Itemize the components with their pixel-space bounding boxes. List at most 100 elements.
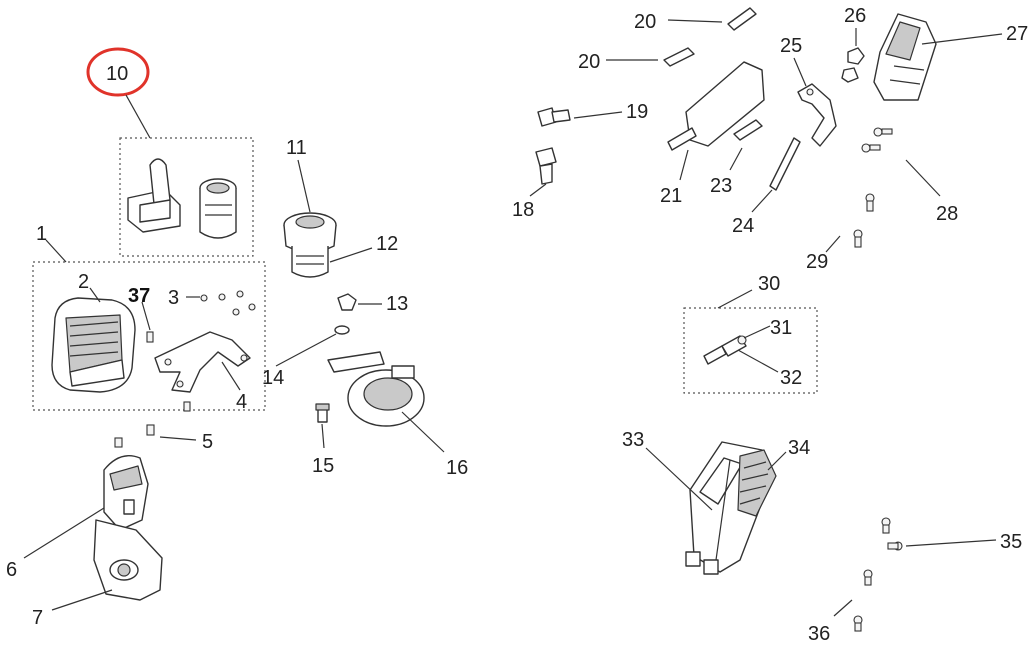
leader-29 <box>825 235 841 253</box>
leader-4 <box>221 361 241 391</box>
leader-27 <box>921 33 1003 45</box>
callout-14: 14 <box>262 367 284 389</box>
callout-5: 5 <box>202 431 213 453</box>
leader-12 <box>329 247 373 263</box>
leader-20a <box>667 19 723 23</box>
part-10-socket <box>199 178 237 239</box>
part-28-screws <box>861 127 893 212</box>
callout-26: 26 <box>844 5 866 27</box>
leader-19 <box>573 111 623 119</box>
leader-1 <box>45 239 67 263</box>
callout-16: 16 <box>446 457 468 479</box>
callout-28: 28 <box>936 203 958 225</box>
part-3-screws <box>200 290 256 316</box>
callout-13: 13 <box>386 293 408 315</box>
callout-25: 25 <box>780 35 802 57</box>
callout-11: 11 <box>286 137 307 159</box>
callout-33: 33 <box>622 429 644 451</box>
part-19-bolt <box>537 107 571 127</box>
part-35-screws <box>881 517 903 551</box>
leader-31 <box>743 325 771 339</box>
part-26-nut <box>841 47 865 83</box>
part-31-32-connector <box>703 335 747 365</box>
part-21-housing <box>667 61 765 151</box>
leader-21 <box>679 149 689 181</box>
part-4-bracket <box>154 331 251 393</box>
leader-37 <box>141 301 151 331</box>
callout-19: 19 <box>626 101 648 123</box>
callout-12: 12 <box>376 233 398 255</box>
callout-21: 21 <box>660 185 682 207</box>
callout-7: 7 <box>32 607 43 629</box>
part-20-pad-lower <box>663 47 695 67</box>
part-10-highlight-ring <box>86 47 150 97</box>
part-10-group-box <box>119 137 254 257</box>
callout-4: 4 <box>236 391 247 413</box>
leader-36 <box>833 599 853 617</box>
leader-25 <box>793 57 807 87</box>
part-24-strip <box>769 137 801 191</box>
callout-3: 3 <box>168 287 179 309</box>
leader-16 <box>401 411 445 453</box>
part-2-headlamp <box>51 297 136 393</box>
part-18-bolt <box>535 147 557 185</box>
part-14-washer <box>334 325 350 335</box>
part-23-pad <box>733 119 763 141</box>
leader-24 <box>751 189 773 213</box>
callout-2: 2 <box>78 271 89 293</box>
callout-24: 24 <box>732 215 754 237</box>
callout-30: 30 <box>758 273 780 295</box>
callout-20b: 20 <box>578 51 600 73</box>
callout-23: 23 <box>710 175 732 197</box>
part-11-12-socket <box>283 212 337 278</box>
leader-2 <box>89 287 101 303</box>
leader-5 <box>159 436 197 441</box>
callout-32: 32 <box>780 367 802 389</box>
callout-29: 29 <box>806 251 828 273</box>
leader-32 <box>737 349 779 373</box>
leader-35 <box>905 539 997 547</box>
callout-34: 34 <box>788 437 810 459</box>
part-6-upper-housing <box>103 455 149 531</box>
callout-6: 6 <box>6 559 17 581</box>
part-16-horn <box>327 351 425 427</box>
part-34-cover <box>737 449 777 517</box>
part-1-group-box <box>32 261 266 411</box>
leader-14 <box>275 333 337 367</box>
part-15-bolt <box>315 403 330 423</box>
part-25-bracket <box>797 83 837 147</box>
callout-27: 27 <box>1006 23 1028 45</box>
callout-1: 1 <box>36 223 47 245</box>
callout-15: 15 <box>312 455 334 477</box>
part-5-screw <box>114 424 155 448</box>
callout-18: 18 <box>512 199 534 221</box>
leader-28 <box>905 159 941 197</box>
leader-30 <box>717 289 753 309</box>
callout-10: 10 <box>106 63 128 85</box>
leader-18 <box>529 183 547 197</box>
leader-11 <box>297 159 311 213</box>
leader-7 <box>51 589 113 611</box>
part-7-lower-housing <box>93 519 163 601</box>
leader-15 <box>321 423 325 449</box>
part-36-screws <box>853 569 873 632</box>
leader-33 <box>645 447 713 511</box>
callout-36: 36 <box>808 623 830 645</box>
part-10-switch <box>127 158 181 233</box>
leader-23 <box>729 147 743 171</box>
part-4-lower-screw <box>183 401 191 412</box>
callout-20a: 20 <box>634 11 656 33</box>
callout-35: 35 <box>1000 531 1022 553</box>
leader-34 <box>767 451 787 471</box>
callout-31: 31 <box>770 317 792 339</box>
part-20-pad-upper <box>727 7 757 31</box>
part-37-screw <box>146 331 154 343</box>
callout-37: 37 <box>128 285 150 307</box>
part-30-group-box <box>683 307 818 394</box>
part-29-screw <box>853 229 863 248</box>
part-13-nut <box>337 293 357 311</box>
leader-10 <box>125 94 151 139</box>
part-27-cover <box>873 13 937 101</box>
leader-6 <box>23 507 105 559</box>
